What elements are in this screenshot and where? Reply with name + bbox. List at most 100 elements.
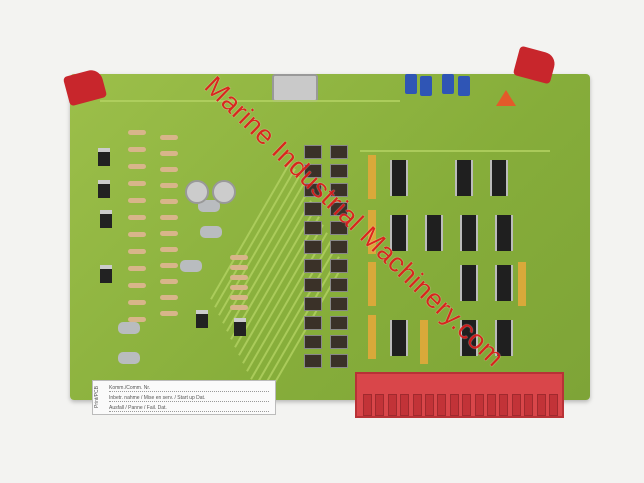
connector-pin: [511, 394, 521, 416]
resistor: [230, 295, 248, 300]
connector-pin: [499, 394, 509, 416]
resistor: [230, 275, 248, 280]
resistor: [160, 215, 178, 220]
connector-pin: [387, 394, 397, 416]
ic-chip: [390, 320, 408, 356]
relay: [304, 145, 322, 159]
trace: [100, 100, 400, 102]
electrolytic-capacitor: [185, 180, 209, 204]
capacitor: [118, 352, 140, 364]
relay: [330, 240, 348, 254]
ic-chip: [460, 215, 478, 251]
connector-pin: [412, 394, 422, 416]
relay: [330, 316, 348, 330]
resistor: [160, 247, 178, 252]
transistor: [196, 310, 208, 328]
resistor-network: [368, 210, 376, 254]
resistor: [160, 135, 178, 140]
resistor: [128, 300, 146, 305]
relay: [304, 221, 322, 235]
relay: [304, 297, 322, 311]
connector-pin: [524, 394, 534, 416]
ic-chip: [495, 215, 513, 251]
relay: [304, 164, 322, 178]
relay: [304, 354, 322, 368]
ic-chip: [460, 265, 478, 301]
label-line-fail: Ausfall / Panne / Fail. Dat.: [109, 405, 269, 412]
resistor-network: [368, 262, 376, 306]
ic-chip: [455, 160, 473, 196]
resistor: [160, 199, 178, 204]
resistor: [230, 265, 248, 270]
transistor: [234, 318, 246, 336]
ic-chip: [390, 160, 408, 196]
connector-pin: [400, 394, 410, 416]
resistor: [160, 151, 178, 156]
relay: [304, 259, 322, 273]
transistor: [100, 210, 112, 228]
relay: [304, 202, 322, 216]
ic-chip: [425, 215, 443, 251]
resistor: [128, 232, 146, 237]
relay: [330, 354, 348, 368]
connector-pin: [375, 394, 385, 416]
ic-chip: [490, 160, 508, 196]
ic-chip: [495, 265, 513, 301]
relay: [330, 202, 348, 216]
resistor: [128, 283, 146, 288]
relay: [304, 240, 322, 254]
resistor: [160, 263, 178, 268]
connector-pin: [487, 394, 496, 416]
resistor: [230, 305, 248, 310]
transistor: [98, 148, 110, 166]
resistor-network: [368, 155, 376, 199]
connector-pin: [449, 394, 459, 416]
edge-connector: [355, 372, 564, 418]
resistor: [128, 130, 146, 135]
label-line-comm: Komm./Comm. Nr.: [109, 385, 269, 392]
connector-pin: [462, 394, 472, 416]
resistor: [128, 147, 146, 152]
trimmer-potentiometer: [405, 74, 417, 94]
board-label: Print/PCB Komm./Comm. Nr. Inbetr. nahme …: [92, 380, 276, 415]
resistor: [128, 215, 146, 220]
resistor: [230, 285, 248, 290]
top-connector: [272, 74, 318, 102]
label-line-startup: Inbetr. nahme / Mise en serv. / Start up…: [109, 395, 269, 402]
connector-pin: [536, 394, 546, 416]
resistor: [160, 167, 178, 172]
relay: [330, 335, 348, 349]
relay: [304, 335, 322, 349]
resistor: [128, 164, 146, 169]
relay: [330, 259, 348, 273]
resistor: [128, 317, 146, 322]
resistor: [160, 311, 178, 316]
trimmer-potentiometer: [458, 76, 470, 96]
label-side-text: Print/PCB: [94, 386, 100, 409]
capacitor: [118, 322, 140, 334]
relay: [330, 183, 348, 197]
resistor: [128, 249, 146, 254]
resistor: [160, 295, 178, 300]
electrolytic-capacitor: [212, 180, 236, 204]
trace: [360, 150, 550, 152]
resistor: [160, 279, 178, 284]
relay: [330, 145, 348, 159]
relay: [304, 183, 322, 197]
capacitor: [198, 200, 220, 212]
resistor: [160, 183, 178, 188]
relay: [330, 221, 348, 235]
resistor-network: [420, 320, 428, 364]
resistor-network: [368, 315, 376, 359]
resistor: [128, 181, 146, 186]
warning-triangle-icon: [496, 90, 516, 106]
relay: [330, 164, 348, 178]
capacitor: [180, 260, 202, 272]
ic-chip: [495, 320, 513, 356]
connector-pin: [363, 394, 372, 416]
resistor-network: [518, 262, 526, 306]
connector-pin: [437, 394, 447, 416]
trimmer-potentiometer: [420, 76, 432, 96]
relay: [304, 278, 322, 292]
relay: [330, 278, 348, 292]
